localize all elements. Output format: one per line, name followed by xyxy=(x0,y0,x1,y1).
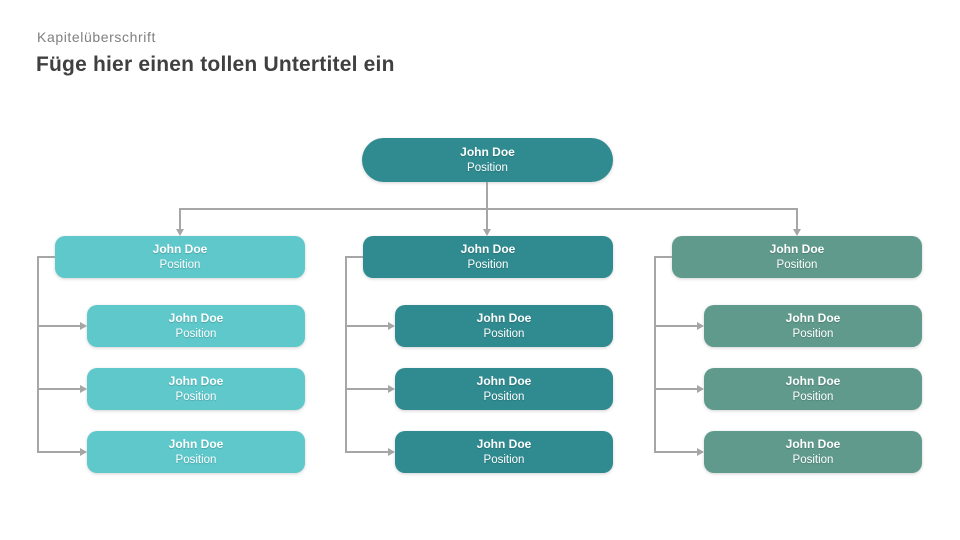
connector-arrow-right xyxy=(697,384,704,393)
connector-stub xyxy=(654,256,672,258)
connector-stub xyxy=(37,256,55,258)
org-node-branch-3-child-3[interactable]: John Doe Position xyxy=(704,431,922,473)
connector-child xyxy=(37,451,80,453)
connector-bracket xyxy=(345,256,347,453)
connector-child xyxy=(654,388,697,390)
person-role: Position xyxy=(776,258,818,271)
connector-arrow-right xyxy=(80,384,87,393)
person-role: Position xyxy=(792,390,834,403)
person-name: John Doe xyxy=(168,374,224,389)
connector-bracket xyxy=(654,256,656,453)
connector-arrow-right xyxy=(388,447,395,456)
connector-distribution xyxy=(179,208,798,210)
connector-arrow-down xyxy=(482,229,491,236)
person-name: John Doe xyxy=(460,242,516,257)
org-node-branch-1-child-1[interactable]: John Doe Position xyxy=(87,305,305,347)
person-name: John Doe xyxy=(476,311,532,326)
connector-child xyxy=(37,325,80,327)
org-node-branch-1-child-2[interactable]: John Doe Position xyxy=(87,368,305,410)
person-name: John Doe xyxy=(476,374,532,389)
connector-arrow-right xyxy=(80,321,87,330)
connector-arrow-down xyxy=(792,229,801,236)
person-name: John Doe xyxy=(785,437,841,452)
org-node-branch-3-child-1[interactable]: John Doe Position xyxy=(704,305,922,347)
kicker-text[interactable]: Kapitelüberschrift xyxy=(37,29,156,45)
connector-child xyxy=(654,451,697,453)
person-name: John Doe xyxy=(168,437,224,452)
person-role: Position xyxy=(483,453,525,466)
page-title[interactable]: Füge hier einen tollen Untertitel ein xyxy=(36,53,395,76)
person-role: Position xyxy=(175,453,217,466)
person-name: John Doe xyxy=(168,311,224,326)
person-name: John Doe xyxy=(476,437,532,452)
connector-child xyxy=(345,325,388,327)
connector-branch-drop xyxy=(486,208,488,230)
person-role: Position xyxy=(483,390,525,403)
person-role: Position xyxy=(159,258,201,271)
connector-branch-drop xyxy=(179,208,181,230)
person-role: Position xyxy=(483,327,525,340)
person-role: Position xyxy=(792,327,834,340)
connector-root-drop xyxy=(486,182,488,209)
connector-arrow-right xyxy=(697,321,704,330)
org-node-branch-2-head[interactable]: John Doe Position xyxy=(363,236,613,278)
org-node-branch-3-child-2[interactable]: John Doe Position xyxy=(704,368,922,410)
org-node-branch-2-child-1[interactable]: John Doe Position xyxy=(395,305,613,347)
connector-arrow-right xyxy=(697,447,704,456)
connector-branch-drop xyxy=(796,208,798,230)
person-role: Position xyxy=(175,390,217,403)
person-role: Position xyxy=(467,161,508,174)
org-node-branch-3-head[interactable]: John Doe Position xyxy=(672,236,922,278)
person-role: Position xyxy=(175,327,217,340)
connector-child xyxy=(345,451,388,453)
org-node-root[interactable]: John Doe Position xyxy=(362,138,613,182)
connector-child xyxy=(654,325,697,327)
connector-arrow-down xyxy=(175,229,184,236)
person-name: John Doe xyxy=(785,311,841,326)
person-name: John Doe xyxy=(152,242,208,257)
org-node-branch-1-child-3[interactable]: John Doe Position xyxy=(87,431,305,473)
connector-arrow-right xyxy=(388,321,395,330)
connector-arrow-right xyxy=(388,384,395,393)
connector-child xyxy=(345,388,388,390)
org-node-branch-2-child-2[interactable]: John Doe Position xyxy=(395,368,613,410)
connector-bracket xyxy=(37,256,39,453)
org-node-branch-1-head[interactable]: John Doe Position xyxy=(55,236,305,278)
connector-arrow-right xyxy=(80,447,87,456)
person-name: John Doe xyxy=(769,242,825,257)
connector-stub xyxy=(345,256,363,258)
person-role: Position xyxy=(467,258,509,271)
person-name: John Doe xyxy=(460,145,515,160)
org-node-branch-2-child-3[interactable]: John Doe Position xyxy=(395,431,613,473)
person-name: John Doe xyxy=(785,374,841,389)
connector-child xyxy=(37,388,80,390)
person-role: Position xyxy=(792,453,834,466)
